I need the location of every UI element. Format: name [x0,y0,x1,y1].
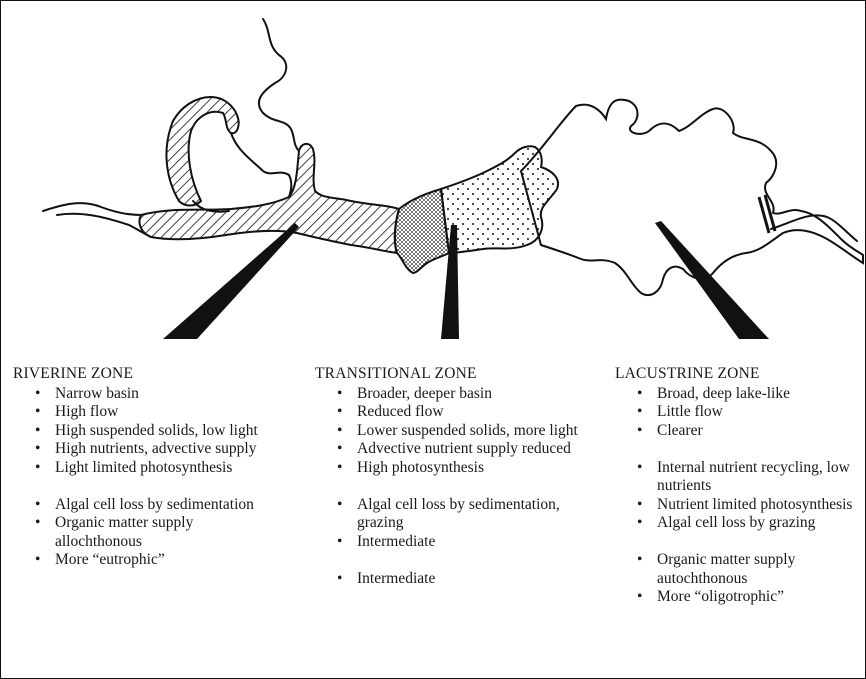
reservoir-map [42,18,864,339]
list-item: Algal cell loss by sedimentation, grazin… [337,496,585,533]
transitional-zone-title: TRANSITIONAL ZONE [315,365,477,382]
list-item: Algal cell loss by grazing [637,514,865,533]
transitional-zone: TRANSITIONAL ZONE Broader, deeper basin … [315,365,585,588]
list-item: Narrow basin [35,385,283,404]
transitional-light-stipple [439,145,559,255]
list-item: Organic matter supply autochthonous [637,551,865,588]
list-item: Lower suspended solids, more light [337,422,585,441]
lacustrine-zone-list: Broad, deep lake-like Little flow Cleare… [615,385,865,607]
riverine-zone-title: RIVERINE ZONE [13,365,134,382]
lacustrine-zone-title: LACUSTRINE ZONE [615,365,760,382]
list-item: Nutrient limited photosynthesis [637,496,865,515]
transitional-dense-stipple [393,187,451,275]
list-item: High flow [35,403,283,422]
list-item: High suspended solids, low light [35,422,283,441]
river-east-outflow [770,214,858,242]
riverine-zone-list: Narrow basin High flow High suspended so… [13,385,283,570]
list-item: Intermediate [337,570,585,589]
river-inner-bank [192,200,230,213]
list-item: Internal nutrient recycling, low nutrien… [637,459,865,496]
upper-tributary [165,95,240,207]
transitional-pointer [441,225,459,339]
lacustrine-zone: LACUSTRINE ZONE Broad, deep lake-like Li… [615,365,865,607]
riverine-zone: RIVERINE ZONE Narrow basin High flow Hig… [13,365,283,570]
transitional-zone-list: Broader, deeper basin Reduced flow Lower… [315,385,585,589]
list-item: Light limited photosynthesis [35,459,283,478]
river-northwest-line [230,132,293,198]
list-item: Reduced flow [337,403,585,422]
list-item: Intermediate [337,533,585,552]
list-item: Advective nutrient supply reduced [337,440,585,459]
river-west-line [42,202,142,216]
list-item: Broader, deeper basin [337,385,585,404]
list-item: Organic matter supply allochthonous [35,514,283,551]
lacustrine-pointer [655,221,769,339]
list-item: High photosynthesis [337,459,585,478]
list-item: High nutrients, advective supply [35,440,283,459]
list-item: Little flow [637,403,865,422]
river-west-line-2 [56,212,152,238]
dam-icon [757,194,777,234]
list-item: More “eutrophic” [35,551,283,570]
lacustrine-zone-outline [519,98,864,297]
list-item: More “oligotrophic” [637,588,865,607]
list-item: Clearer [637,422,865,441]
riverine-pointer [163,223,299,339]
river-north-line [257,18,300,152]
list-item: Algal cell loss by sedimentation [35,496,283,515]
list-item: Broad, deep lake-like [637,385,865,404]
